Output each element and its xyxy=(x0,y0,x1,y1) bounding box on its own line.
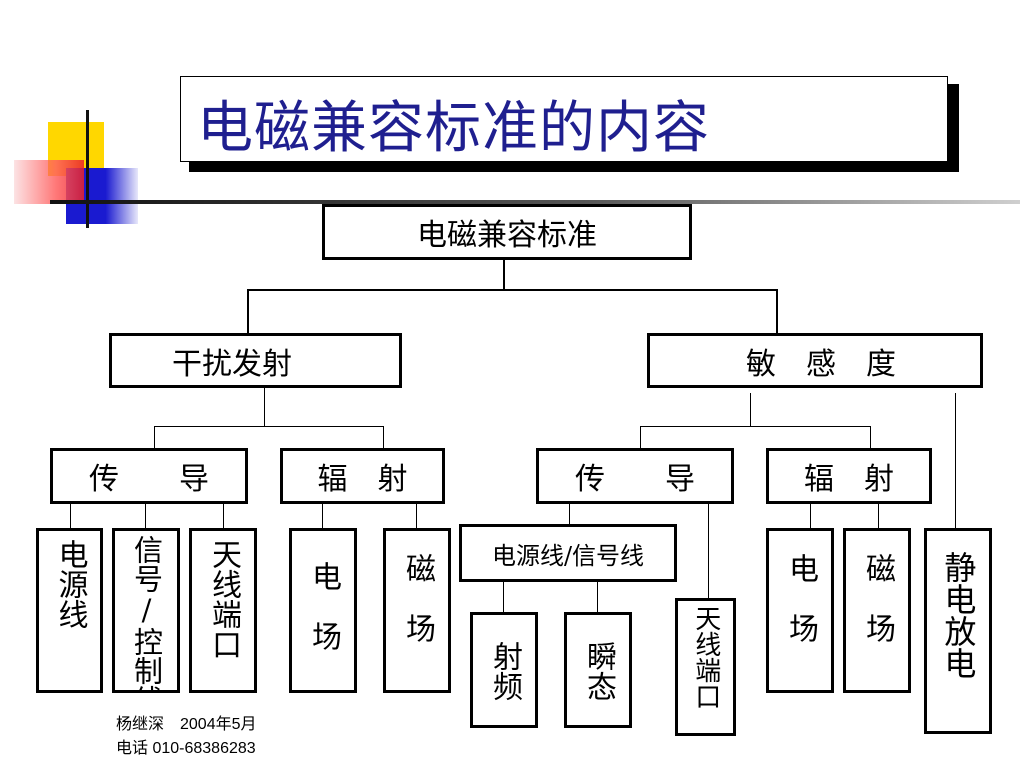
logo-red-square xyxy=(14,160,84,204)
node-emission-radiation: 辐 射 xyxy=(280,448,445,504)
connector-sus-bar xyxy=(640,426,871,427)
node-emc-standard-label: 电磁兼容标准 xyxy=(417,218,597,253)
connector-to-emission-radiation xyxy=(383,426,384,450)
connector-to-sus-conduction xyxy=(640,426,641,450)
node-power-line: 电源线 xyxy=(36,528,103,693)
node-emission: 干扰发射 xyxy=(109,333,402,388)
connector-to-h-field-1 xyxy=(416,502,417,530)
page-title: 电磁兼容标准的内容 xyxy=(197,96,710,161)
connector-to-emission xyxy=(247,289,249,334)
title-box: 电磁兼容标准的内容 xyxy=(180,76,948,162)
node-antenna-port-2-label: 天线端口 xyxy=(690,605,721,709)
footer-phone: 电话 010-68386283 xyxy=(116,740,256,757)
node-rf-label: 射频 xyxy=(487,641,522,701)
connector-to-transient xyxy=(597,580,598,614)
footer-author-date: 杨继深 2004年5月 xyxy=(116,716,257,733)
connector-to-power-signal-line xyxy=(569,502,570,526)
connector-to-esd xyxy=(955,393,956,529)
node-e-field-2: 电 场 xyxy=(766,528,834,693)
node-h-field-1: 磁 场 xyxy=(383,528,451,693)
connector-to-antenna-port-1 xyxy=(223,502,224,530)
connector-level1-bar xyxy=(247,289,777,291)
node-emission-conduction: 传 导 xyxy=(50,448,248,504)
node-antenna-port-1: 天线端口 xyxy=(189,528,257,693)
node-h-field-2: 磁 场 xyxy=(843,528,911,693)
node-e-field-1-label: 电 场 xyxy=(306,561,341,651)
logo-vertical-line xyxy=(86,110,89,228)
connector-sus-down xyxy=(750,393,751,426)
node-sus-radiation: 辐 射 xyxy=(766,448,932,504)
node-power-line-label: 电源线 xyxy=(52,539,88,629)
connector-to-h-field-2 xyxy=(878,502,879,530)
node-susceptibility: 敏 感 度 xyxy=(647,333,983,388)
connector-to-emission-conduction xyxy=(154,426,155,450)
node-esd: 静电放电 xyxy=(924,528,992,734)
node-h-field-2-label: 磁 场 xyxy=(860,553,895,643)
node-signal-control-line-label: 信号/控制线 xyxy=(129,535,164,693)
connector-to-rf xyxy=(503,580,504,614)
connector-to-signal-line xyxy=(145,502,146,530)
connector-to-susceptibility xyxy=(776,289,778,334)
node-e-field-1: 电 场 xyxy=(289,528,357,693)
node-emission-radiation-label: 辐 射 xyxy=(317,462,408,497)
connector-to-sus-radiation xyxy=(870,426,871,450)
node-power-signal-line: 电源线/信号线 xyxy=(459,524,677,582)
node-sus-radiation-label: 辐 射 xyxy=(804,462,894,497)
node-transient: 瞬态 xyxy=(564,612,632,728)
connector-to-e-field-1 xyxy=(322,502,323,530)
header-underline xyxy=(50,200,1020,204)
node-e-field-2-label: 电 场 xyxy=(783,553,818,643)
node-emission-conduction-label: 传 导 xyxy=(89,462,209,497)
node-power-signal-line-label: 电源线/信号线 xyxy=(491,541,645,570)
node-transient-label: 瞬态 xyxy=(581,641,616,701)
connector-to-antenna-port-2 xyxy=(708,502,709,600)
node-antenna-port-2: 天线端口 xyxy=(675,598,736,736)
node-esd-label: 静电放电 xyxy=(939,551,978,679)
node-h-field-1-label: 磁 场 xyxy=(400,553,435,643)
node-emc-standard: 电磁兼容标准 xyxy=(322,204,692,260)
node-rf: 射频 xyxy=(470,612,538,728)
node-susceptibility-label: 敏 感 度 xyxy=(746,346,896,382)
connector-to-e-field-2 xyxy=(810,502,811,530)
connector-emission-bar xyxy=(154,426,384,427)
connector-emission-down xyxy=(264,386,265,426)
node-sus-conduction: 传 导 xyxy=(536,448,734,504)
connector-to-power-line xyxy=(70,502,71,530)
connector-root-down xyxy=(503,258,505,290)
node-emission-label: 干扰发射 xyxy=(172,346,292,382)
node-signal-control-line: 信号/控制线 xyxy=(112,528,180,693)
node-sus-conduction-label: 传 导 xyxy=(575,462,695,497)
node-antenna-port-1-label: 天线端口 xyxy=(206,539,241,659)
